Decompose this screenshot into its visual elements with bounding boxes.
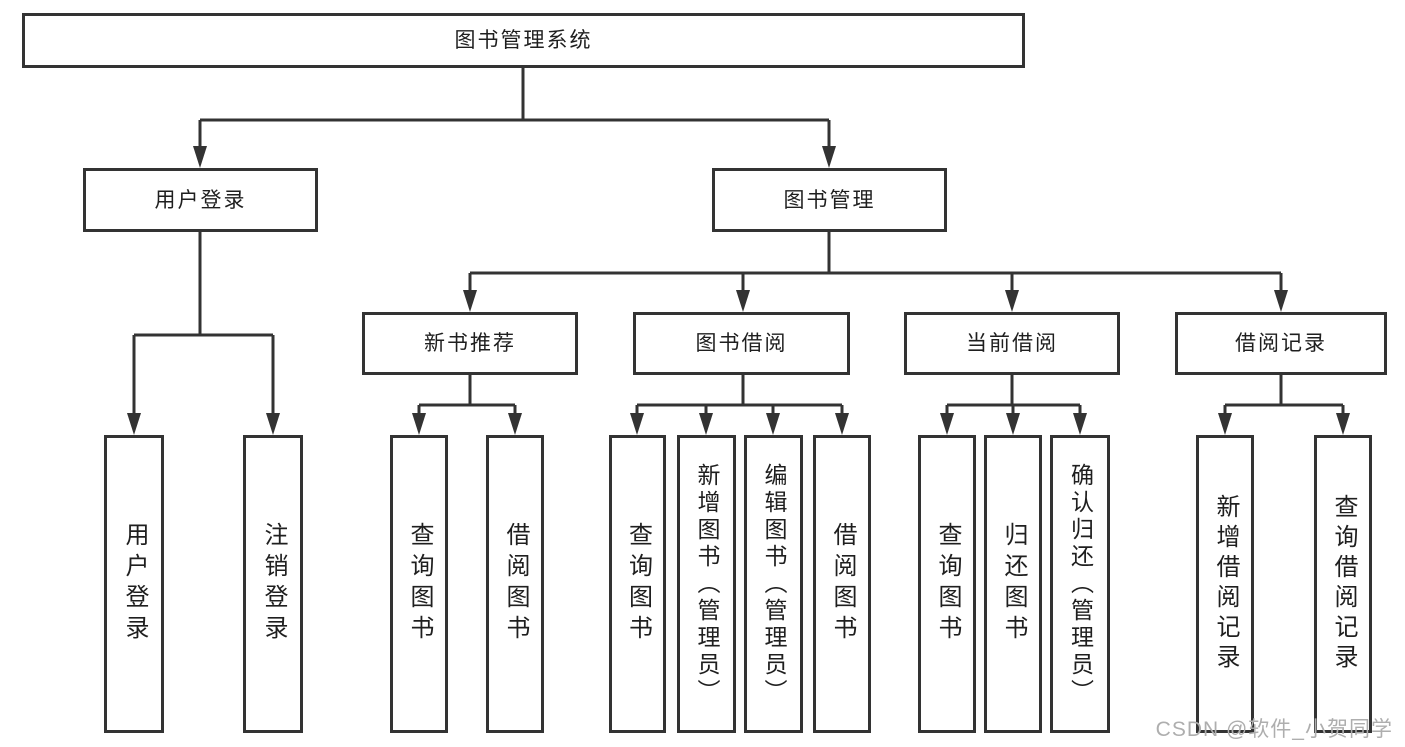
connector-current-borrow-group bbox=[945, 375, 1082, 415]
arrowheads-book-borrow-group bbox=[630, 413, 849, 435]
node-label: 查询借阅记录 bbox=[1330, 494, 1357, 674]
leaf-user-login: 用户登录 bbox=[104, 435, 164, 733]
node-current-borrowing: 当前借阅 bbox=[904, 312, 1120, 375]
leaf-query-books-1: 查询图书 bbox=[390, 435, 448, 733]
leaf-query-books-3: 查询图书 bbox=[918, 435, 976, 733]
leaf-return-books: 归还图书 bbox=[984, 435, 1042, 733]
node-label: 编辑图书（管理员） bbox=[761, 462, 787, 706]
leaf-edit-books-admin: 编辑图书（管理员） bbox=[744, 435, 803, 733]
arrowheads-borrow-records-group bbox=[1218, 413, 1350, 435]
node-label: 查询图书 bbox=[624, 522, 652, 646]
leaf-confirm-return-admin: 确认归还（管理员） bbox=[1050, 435, 1110, 733]
node-label: 用户登录 bbox=[121, 522, 148, 646]
node-label: 图书管理 bbox=[783, 188, 876, 212]
node-label: 归还图书 bbox=[1000, 522, 1027, 646]
leaf-borrow-books-2: 借阅图书 bbox=[813, 435, 871, 733]
node-label: 借阅图书 bbox=[829, 522, 856, 646]
node-label: 查询图书 bbox=[934, 522, 961, 646]
node-label: 借阅记录 bbox=[1235, 332, 1327, 355]
leaf-query-books-2: 查询图书 bbox=[609, 435, 666, 733]
arrowheads-new-book-group bbox=[412, 413, 522, 435]
node-label: 新书推荐 bbox=[424, 332, 516, 355]
leaf-query-borrow-record: 查询借阅记录 bbox=[1314, 435, 1372, 733]
node-borrowing-records: 借阅记录 bbox=[1175, 312, 1387, 375]
arrowheads-level2 bbox=[193, 146, 836, 168]
node-label: 新增借阅记录 bbox=[1212, 494, 1239, 674]
csdn-watermark: CSDN @软件_小贺同学 bbox=[1155, 718, 1393, 741]
node-label: 借阅图书 bbox=[502, 522, 529, 646]
node-label: 图书借阅 bbox=[695, 332, 788, 355]
node-book-borrowing: 图书借阅 bbox=[633, 312, 850, 375]
node-label: 用户登录 bbox=[154, 188, 247, 212]
node-library-management-system: 图书管理系统 bbox=[22, 13, 1025, 68]
connector-borrow-records-group bbox=[1223, 375, 1345, 415]
connector-book-mgmt-to-level3 bbox=[468, 232, 1283, 293]
node-user-login: 用户登录 bbox=[83, 168, 318, 232]
arrowheads-current-borrow-group bbox=[940, 413, 1087, 435]
leaf-add-borrow-record: 新增借阅记录 bbox=[1196, 435, 1254, 733]
connector-user-login-group bbox=[132, 232, 275, 415]
node-label: 注销登录 bbox=[260, 522, 287, 646]
node-label: 确认归还（管理员） bbox=[1067, 462, 1094, 706]
arrowheads-user-login-group bbox=[127, 413, 280, 435]
node-label: 当前借阅 bbox=[966, 332, 1058, 355]
connector-new-book-group bbox=[417, 375, 517, 415]
node-new-book-recommendation: 新书推荐 bbox=[362, 312, 578, 375]
node-label: 图书管理系统 bbox=[454, 29, 593, 52]
leaf-add-books-admin: 新增图书（管理员） bbox=[677, 435, 736, 733]
leaf-borrow-books-1: 借阅图书 bbox=[486, 435, 544, 733]
node-label: 新增图书（管理员） bbox=[694, 462, 720, 706]
leaf-logout: 注销登录 bbox=[243, 435, 303, 733]
connector-book-borrow-group bbox=[635, 375, 844, 415]
node-label: 查询图书 bbox=[406, 522, 433, 646]
arrowheads-level3 bbox=[463, 290, 1288, 312]
node-book-management: 图书管理 bbox=[712, 168, 947, 232]
connector-root-to-level2 bbox=[198, 68, 831, 150]
